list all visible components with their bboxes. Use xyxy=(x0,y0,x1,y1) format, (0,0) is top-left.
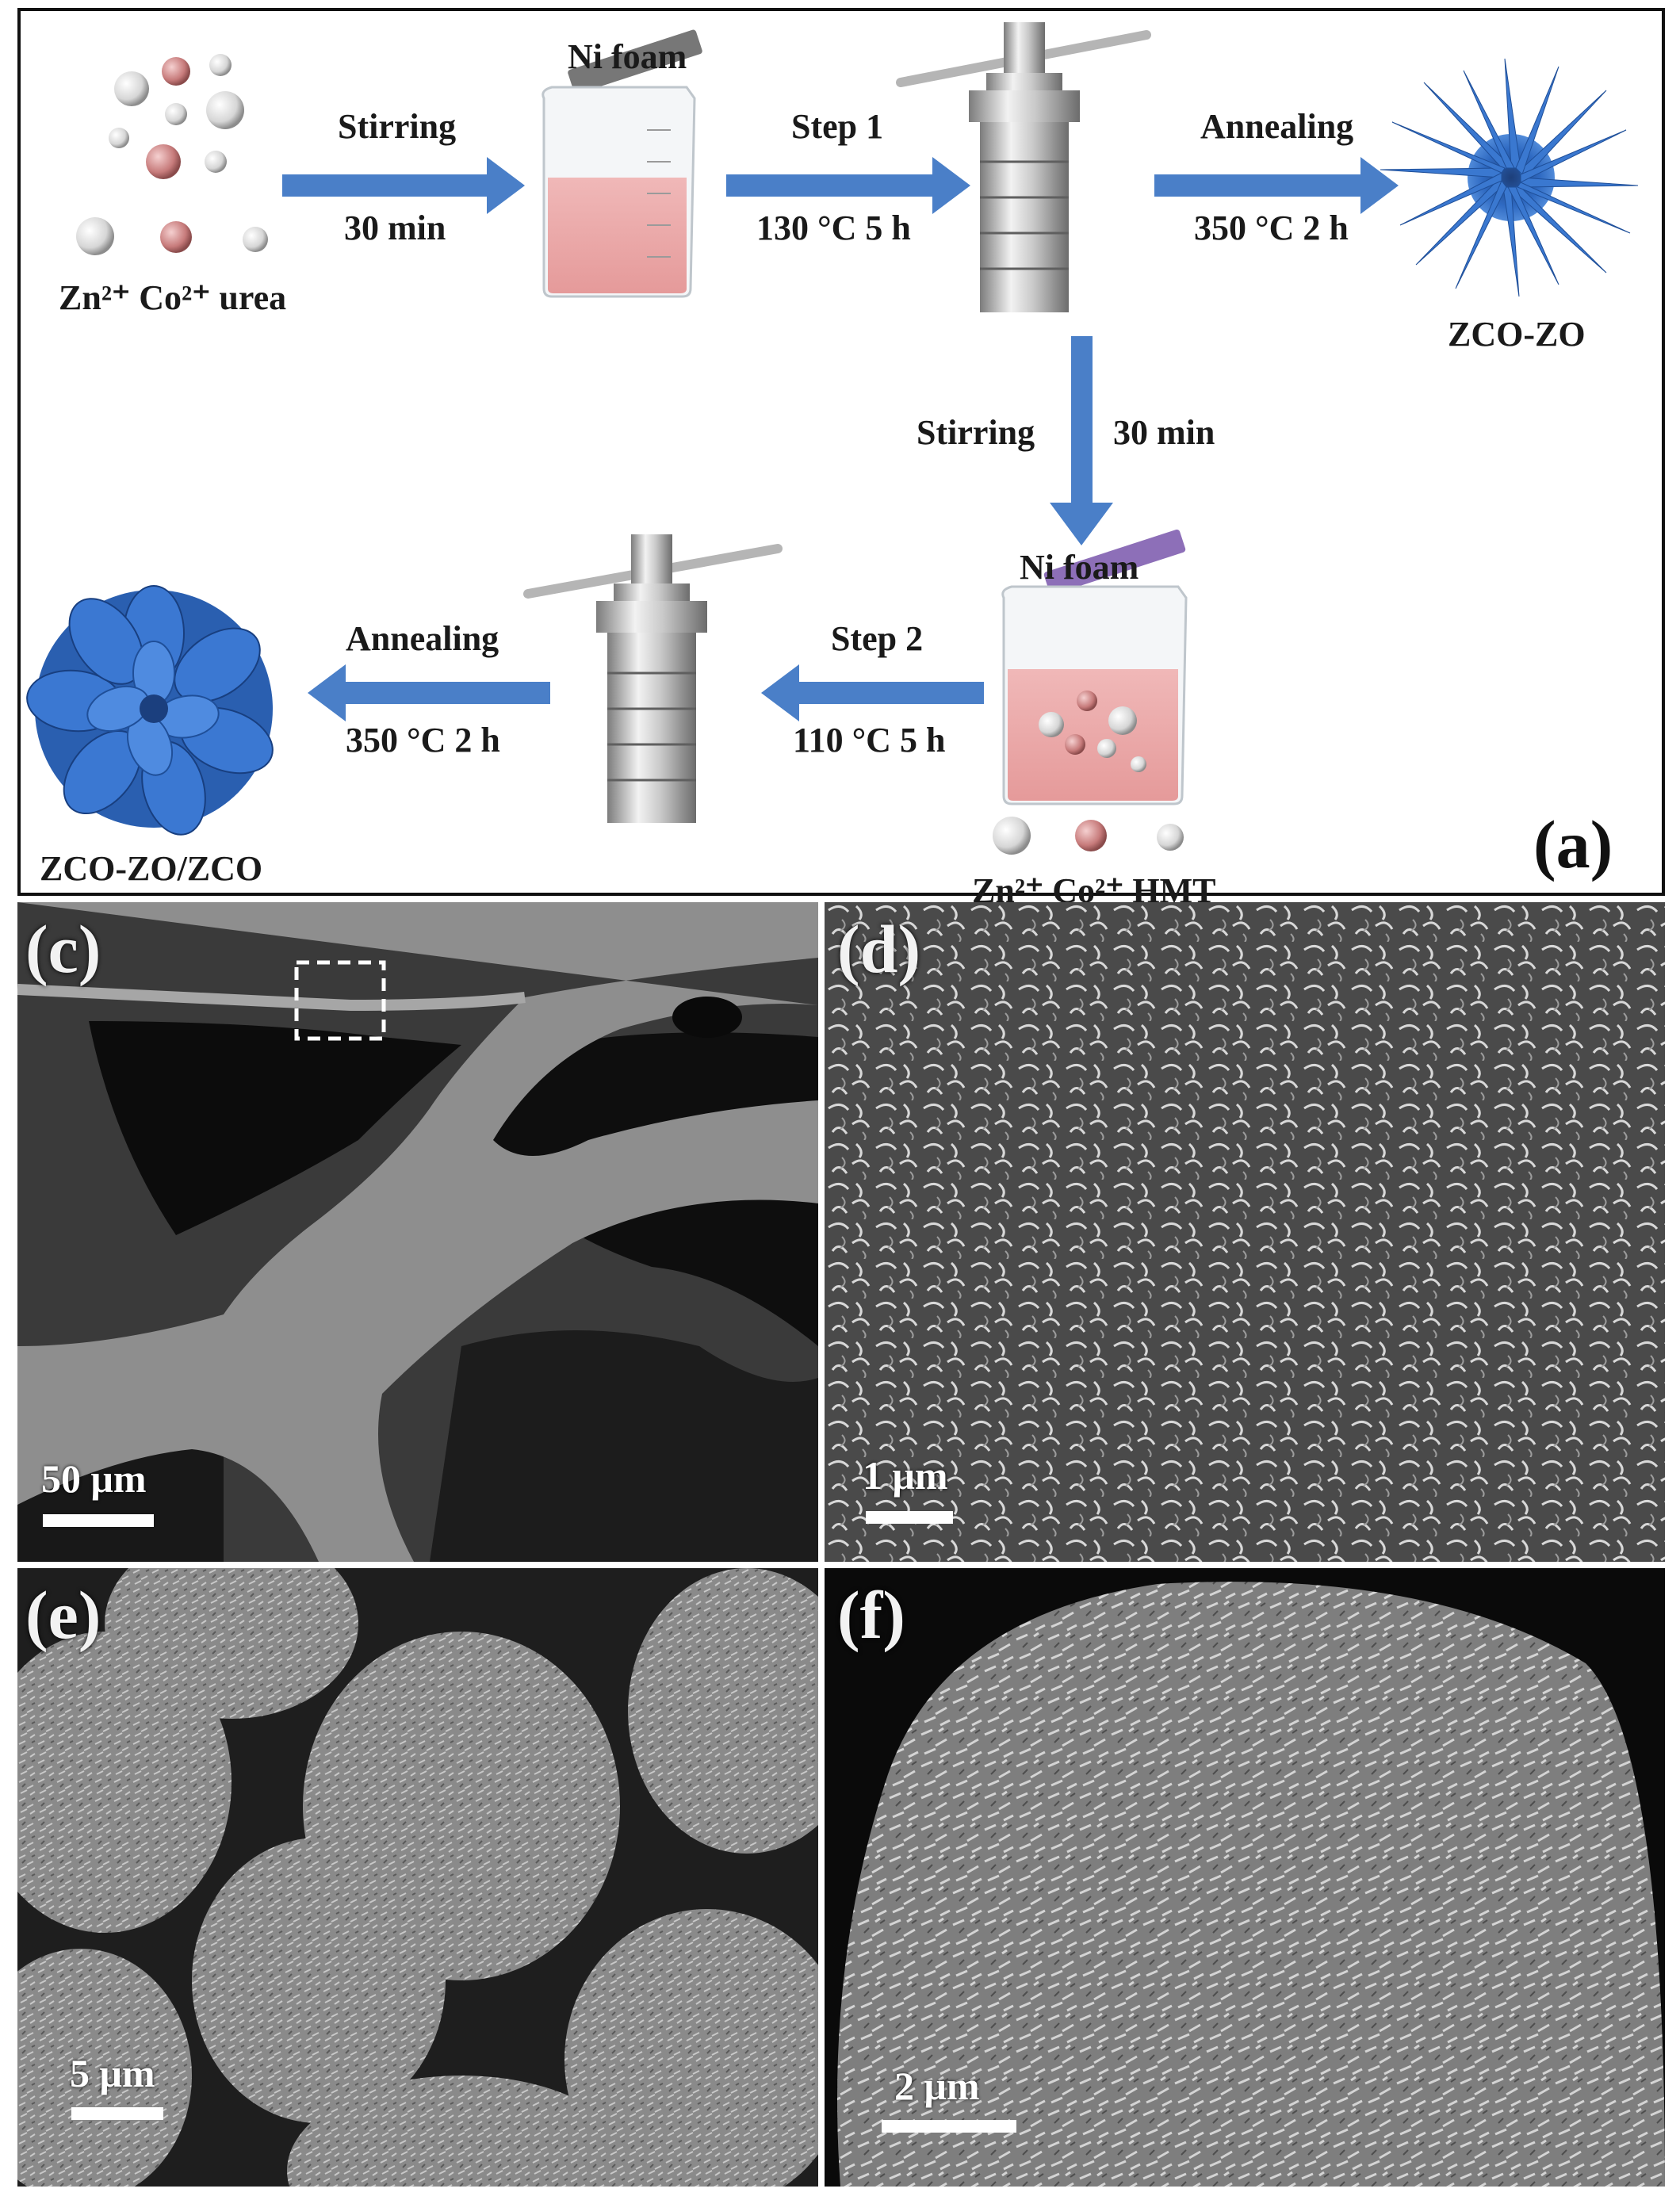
arrow-annealing-bottom xyxy=(308,664,550,721)
panel-e-scale-bar xyxy=(71,2107,163,2120)
stirring-top-label: Stirring xyxy=(338,107,457,146)
panel-f-letter: (f) xyxy=(837,1577,905,1653)
panel-a-letter: (a) xyxy=(1533,806,1613,882)
stirring-mid-label: Stirring xyxy=(917,413,1035,452)
beaker-top xyxy=(542,29,702,298)
panel-d-scale-bar xyxy=(866,1511,953,1524)
product-bottom-label: ZCO-ZO/ZCO xyxy=(40,849,263,888)
anneal-bottom-condition: 350 °C 2 h xyxy=(346,721,500,759)
panel-e-letter: (e) xyxy=(25,1577,101,1653)
arrow-stirring-down xyxy=(1050,336,1113,545)
panel-c-scale-label: 50 μm xyxy=(41,1456,147,1501)
step1-label: Step 1 xyxy=(791,107,884,146)
scheme-panel-a: Zn²⁺ Co²⁺ urea Ni foam Stirring 30 min S… xyxy=(17,8,1665,909)
panel-d-scale-label: 1 μm xyxy=(863,1453,948,1498)
sem-panel-d: (d) 1 μm xyxy=(825,902,1665,1562)
reactants-top-label: Zn²⁺ Co²⁺ urea xyxy=(59,278,287,317)
scheme-graphics xyxy=(26,22,1639,855)
sem-panel-e: (e) 5 μm xyxy=(17,1568,818,2187)
reactant-balls-top xyxy=(76,54,268,255)
panel-c-letter: (c) xyxy=(25,911,101,987)
sem-c-image xyxy=(17,902,818,1562)
product-top-label: ZCO-ZO xyxy=(1448,315,1586,354)
sem-f-image xyxy=(825,1568,1665,2187)
time-mid-label: 30 min xyxy=(1113,413,1215,452)
annealing-top-label: Annealing xyxy=(1200,107,1354,146)
sem-panel-f: (f) 2 μm xyxy=(825,1568,1665,2187)
beaker-bottom xyxy=(1001,529,1188,805)
arrow-annealing-top xyxy=(1154,157,1399,214)
step2-condition: 110 °C 5 h xyxy=(793,721,946,759)
arrow-step1 xyxy=(726,157,970,214)
arrow-stirring-top xyxy=(282,157,525,214)
panel-e-scale-label: 5 μm xyxy=(70,2051,155,2095)
autoclave-bottom xyxy=(523,534,783,823)
sem-panel-c: (c) 50 μm xyxy=(17,902,818,1562)
sem-d-image xyxy=(825,902,1665,1562)
zco-zo-zco-product xyxy=(26,585,274,836)
autoclave-top xyxy=(896,22,1151,312)
sem-e-image xyxy=(17,1568,818,2187)
panel-c-scale-bar xyxy=(43,1514,154,1527)
panel-d-letter: (d) xyxy=(837,911,921,987)
anneal-top-condition: 350 °C 2 h xyxy=(1194,209,1349,247)
time-top-label: 30 min xyxy=(344,209,446,247)
reactant-balls-bottom xyxy=(993,817,1184,855)
arrow-step2 xyxy=(761,664,984,721)
step1-condition: 130 °C 5 h xyxy=(756,209,911,247)
step2-label: Step 2 xyxy=(831,619,924,658)
panel-f-scale-label: 2 μm xyxy=(894,2064,980,2108)
annealing-bottom-label: Annealing xyxy=(346,619,499,658)
ni-foam-top-label: Ni foam xyxy=(568,37,687,76)
ni-foam-bottom-label: Ni foam xyxy=(1020,548,1139,587)
zco-zo-product xyxy=(1380,58,1639,297)
panel-f-scale-bar xyxy=(882,2120,1016,2133)
